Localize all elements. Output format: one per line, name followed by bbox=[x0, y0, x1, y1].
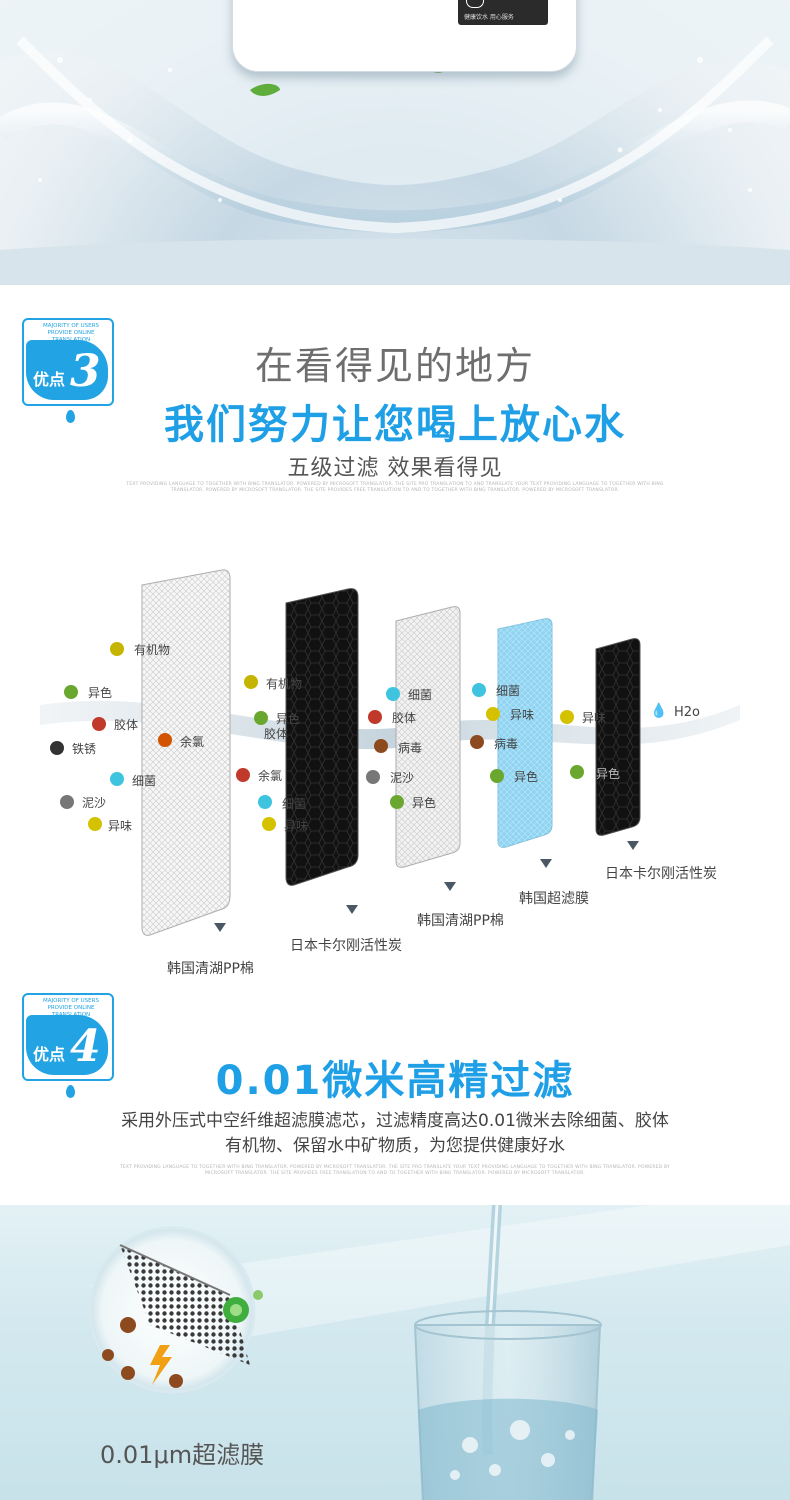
organic-icon bbox=[244, 675, 258, 689]
advantage3-title-blue: 我们努力让您喝上放心水 bbox=[164, 402, 626, 448]
discolor-icon bbox=[254, 711, 268, 725]
chlorine-icon bbox=[158, 733, 172, 747]
stage4-label: 异味 bbox=[510, 708, 535, 722]
advantage3-subtitle: 五级过滤 效果看得见 bbox=[287, 456, 503, 481]
badge-label: 优点 bbox=[33, 370, 66, 389]
stage2-label: 有机物 bbox=[266, 677, 303, 691]
stage3-label: 异色 bbox=[412, 796, 437, 810]
caret-down-icon bbox=[214, 923, 226, 932]
stage2-caption: 日本卡尔刚活性炭 bbox=[290, 938, 402, 954]
stage2-label: 余氯 bbox=[258, 769, 283, 783]
stage5-caption: 日本卡尔刚活性炭 bbox=[605, 866, 717, 882]
stage2-label: 胶体 bbox=[264, 727, 289, 741]
odor-icon bbox=[560, 710, 574, 724]
stage2-label: 细菌 bbox=[282, 797, 307, 811]
badge-number: 4 bbox=[70, 1021, 101, 1072]
discolor-icon bbox=[64, 685, 78, 699]
water-glass-scene bbox=[0, 1205, 790, 1500]
bacteria-icon bbox=[472, 683, 486, 697]
colloid-icon bbox=[92, 717, 106, 731]
organic-icon bbox=[110, 642, 124, 656]
membrane-and-glass-illustration bbox=[88, 1205, 790, 1500]
stage4-caption: 韩国超滤膜 bbox=[519, 891, 589, 907]
rust-icon bbox=[50, 741, 64, 755]
stage3-label: 胶体 bbox=[392, 711, 417, 725]
odor-icon bbox=[486, 707, 500, 721]
stage1-label: 余氯 bbox=[180, 735, 205, 749]
water-drop-icon bbox=[66, 410, 75, 423]
colloid-icon bbox=[368, 710, 382, 724]
advantage4-title-blue: 0.01微米高精过滤 bbox=[215, 1058, 575, 1104]
bacteria-icon bbox=[258, 795, 272, 809]
stage5-label: 异色 bbox=[596, 767, 621, 781]
hotline-number: 400-830-8289 bbox=[479, 0, 542, 3]
odor-icon bbox=[262, 817, 276, 831]
stage1-label: 细菌 bbox=[132, 774, 157, 788]
stage3-label: 病毒 bbox=[398, 741, 423, 755]
stage3-caption: 韩国清湖PP棉 bbox=[417, 913, 504, 929]
filter-panels-illustration bbox=[40, 569, 740, 936]
water-purifier-device: 400-830-8289 健康饮水 用心服务 bbox=[232, 0, 577, 72]
sand-icon bbox=[366, 770, 380, 784]
stage4-label: 异色 bbox=[514, 770, 539, 784]
virus-icon bbox=[470, 735, 484, 749]
advantage4-body-line2: 有机物、保留水中矿物质，为您提供健康好水 bbox=[225, 1136, 565, 1156]
stage3-label: 细菌 bbox=[408, 688, 433, 702]
advantage3-title-thin: 在看得见的地方 bbox=[254, 344, 535, 388]
device-slogan: 健康饮水 用心服务 bbox=[464, 14, 514, 21]
caret-down-icon bbox=[540, 859, 552, 868]
discolor-icon bbox=[390, 795, 404, 809]
output-label: H2o bbox=[674, 705, 700, 720]
stage2-label: 异味 bbox=[284, 819, 309, 833]
stage4-label: 细菌 bbox=[496, 684, 521, 698]
stage1-label: 异色 bbox=[88, 686, 113, 700]
advantage-badge-4: MAJORITY OF USERS PROVIDE ONLINE TRANSLA… bbox=[22, 993, 114, 1098]
stage3-label: 泥沙 bbox=[390, 771, 415, 785]
advantage4-fine-print: TEXT PROVIDING LANGUAGE TO TOGETHER WITH… bbox=[119, 1165, 671, 1176]
caret-down-icon bbox=[346, 905, 358, 914]
water-splash-illustration bbox=[0, 0, 790, 285]
chlorine-icon bbox=[236, 768, 250, 782]
stage4-label: 病毒 bbox=[494, 737, 519, 751]
sand-icon bbox=[60, 795, 74, 809]
stage5-label: 异味 bbox=[582, 711, 607, 725]
water-drops-icon: 💧 bbox=[650, 703, 668, 719]
badge-number: 3 bbox=[70, 346, 101, 397]
discolor-icon bbox=[490, 769, 504, 783]
discolor-icon bbox=[570, 765, 584, 779]
five-stage-filter-diagram: 有机物 异色 胶体 铁锈 余氯 细菌 泥沙 异味 有机物 异色 胶体 余氯 细菌… bbox=[0, 555, 790, 985]
badge-label: 优点 bbox=[33, 1045, 66, 1064]
caret-down-icon bbox=[627, 841, 639, 850]
stage1-label: 有机物 bbox=[134, 643, 171, 657]
advantage3-fine-print: TEXT PROVIDING LANGUAGE TO TOGETHER WITH… bbox=[126, 482, 664, 493]
membrane-caption: 0.01μm超滤膜 bbox=[100, 1441, 265, 1469]
stage1-label: 泥沙 bbox=[82, 796, 107, 810]
caret-down-icon bbox=[444, 882, 456, 891]
stage1-label: 异味 bbox=[108, 819, 133, 833]
virus-icon bbox=[374, 739, 388, 753]
odor-icon bbox=[88, 817, 102, 831]
stage1-label: 铁锈 bbox=[72, 742, 97, 756]
advantage4-body-line1: 采用外压式中空纤维超滤膜滤芯，过滤精度高达0.01微米去除细菌、胶体 bbox=[121, 1111, 669, 1131]
device-display-panel: 400-830-8289 健康饮水 用心服务 bbox=[458, 0, 548, 25]
stage2-label: 异色 bbox=[276, 712, 301, 726]
stage1-label: 胶体 bbox=[114, 718, 139, 732]
bacteria-icon bbox=[110, 772, 124, 786]
bacteria-icon bbox=[386, 687, 400, 701]
hero-water-banner: 400-830-8289 健康饮水 用心服务 bbox=[0, 0, 790, 285]
advantage-badge-3: MAJORITY OF USERS PROVIDE ONLINE TRANSLA… bbox=[22, 318, 114, 423]
stage1-caption: 韩国清湖PP棉 bbox=[167, 961, 254, 977]
water-drop-icon bbox=[66, 1085, 75, 1098]
